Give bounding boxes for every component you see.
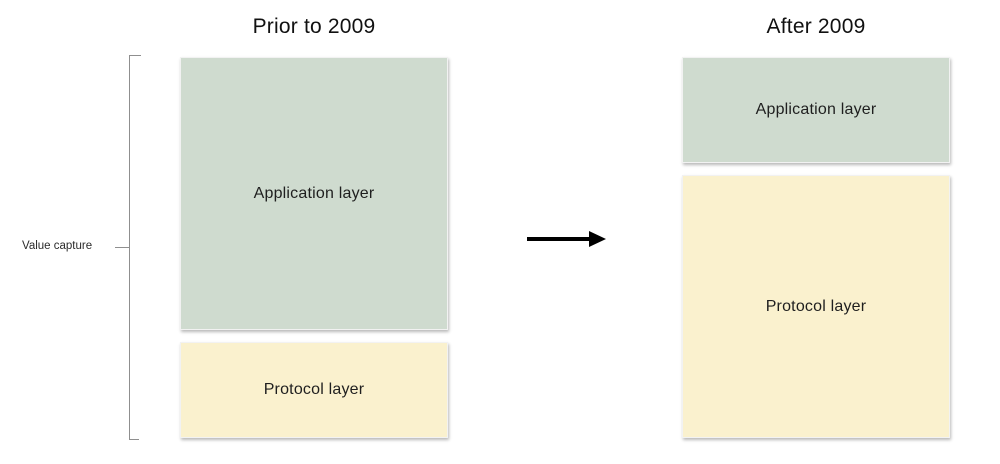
left-application-layer-label: Application layer (253, 184, 375, 202)
right-protocol-layer-box: Protocol layer (682, 175, 950, 438)
bracket-bottom-tick (129, 439, 139, 440)
column-title-after-2009: After 2009 (766, 15, 866, 38)
bracket-middle-tick (115, 247, 129, 248)
right-application-layer-label: Application layer (755, 101, 877, 118)
value-capture-label: Value capture (22, 240, 93, 252)
right-protocol-layer-label: Protocol layer (765, 297, 867, 315)
left-application-layer-box: Application layer (180, 57, 448, 330)
bracket-top-tick (129, 55, 141, 56)
column-title-prior-2009: Prior to 2009 (252, 15, 376, 38)
right-application-layer-box: Application layer (682, 57, 950, 163)
left-protocol-layer-box: Protocol layer (180, 342, 448, 438)
right-arrow-icon (525, 229, 607, 249)
value-capture-bracket (129, 55, 130, 440)
left-protocol-layer-label: Protocol layer (263, 381, 365, 398)
